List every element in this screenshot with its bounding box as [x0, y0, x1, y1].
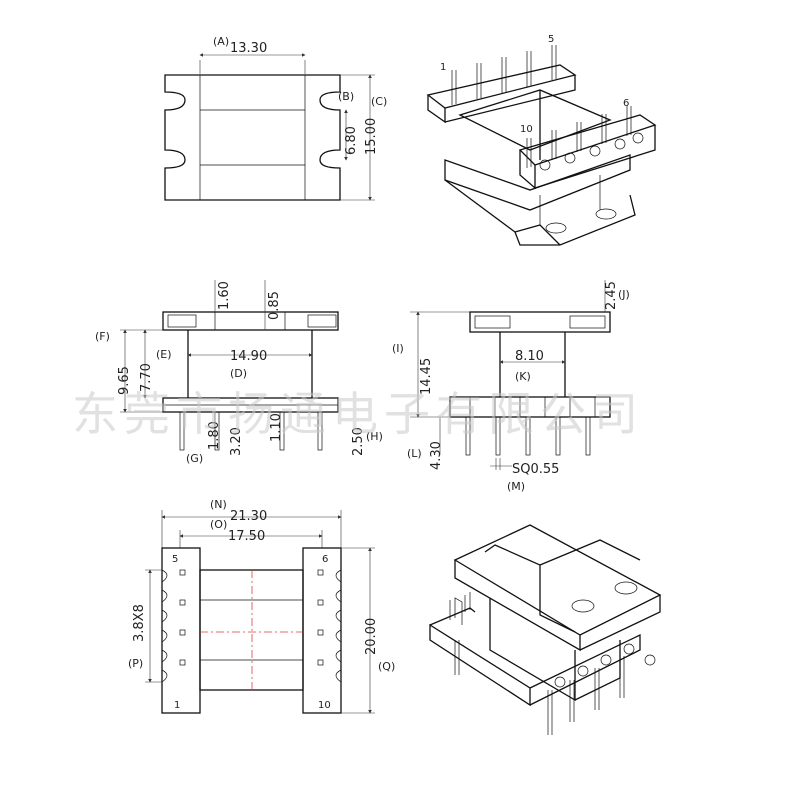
pin-10-label: 10 — [520, 124, 533, 135]
dim-8-10: 8.10 — [515, 349, 544, 364]
dim-14-45: 14.45 — [419, 358, 434, 395]
label-f: (F) — [95, 330, 110, 343]
label-p: (P) — [128, 657, 143, 670]
pin-1-label: 1 — [440, 62, 446, 73]
label-k: (K) — [515, 370, 531, 383]
dim-20-00: 20.00 — [364, 618, 379, 655]
pin-5-label: 5 — [548, 34, 554, 45]
dim-7-70: 7.70 — [139, 363, 154, 392]
dim-6-80: 6.80 — [344, 126, 359, 155]
dim-13-30: 13.30 — [230, 41, 267, 56]
dim-sq0-55: SQ0.55 — [512, 462, 559, 477]
label-o: (O) — [210, 518, 227, 531]
dim-17-50: 17.50 — [228, 529, 265, 544]
bottom-view: (N) 21.30 (O) 17.50 20.00 (Q) 3.8X8 (P) … — [128, 498, 395, 714]
label-c: (C) — [371, 95, 387, 108]
pin-10-label: 10 — [318, 700, 331, 711]
dim-1-60: 1.60 — [217, 281, 232, 310]
dim-4-30: 4.30 — [429, 441, 444, 470]
dim-2-50: 2.50 — [351, 427, 366, 456]
dim-14-90: 14.90 — [230, 349, 267, 364]
label-i: (I) — [392, 342, 404, 355]
label-g: (G) — [186, 452, 203, 465]
label-j: (J) — [618, 288, 630, 301]
label-h: (H) — [366, 430, 383, 443]
side-view: 8.10 (K) 2.45 (J) (I) 14.45 4.30 (L) SQ0… — [392, 280, 630, 493]
dim-0-85: 0.85 — [267, 291, 282, 320]
pin-5-label: 5 — [172, 554, 178, 565]
top-view: 13.30 (A) (C) (B) 6.80 15.00 — [164, 35, 387, 201]
dim-21-30: 21.30 — [230, 509, 267, 524]
pin-6-label: 6 — [623, 98, 629, 109]
iso-bottom-view — [429, 524, 662, 735]
label-b: (B) — [338, 90, 354, 103]
dim-15-00: 15.00 — [364, 118, 379, 155]
dim-3-20: 3.20 — [229, 427, 244, 456]
label-m: (M) — [507, 480, 525, 493]
label-q: (Q) — [378, 660, 395, 673]
iso-top-view: 1 5 6 10 — [426, 34, 657, 246]
dim-3-8x8: 3.8X8 — [132, 604, 147, 642]
dim-1-80: 1.80 — [207, 421, 222, 450]
dim-2-45: 2.45 — [604, 281, 619, 310]
dim-9-65: 9.65 — [117, 366, 132, 395]
label-a: (A) — [213, 35, 229, 48]
label-e: (E) — [156, 348, 172, 361]
label-d: (D) — [230, 367, 247, 380]
label-n: (N) — [210, 498, 227, 511]
pin-6-label: 6 — [322, 554, 328, 565]
front-view: 14.90 (D) 1.60 0.85 (F) 9.65 (E) 7.70 1.… — [95, 280, 383, 465]
dim-1-10: 1.10 — [269, 413, 284, 442]
label-l: (L) — [407, 447, 422, 460]
pin-1-label: 1 — [174, 700, 180, 711]
watermark-text: 东莞市扬通电子有限公司 — [72, 387, 644, 441]
